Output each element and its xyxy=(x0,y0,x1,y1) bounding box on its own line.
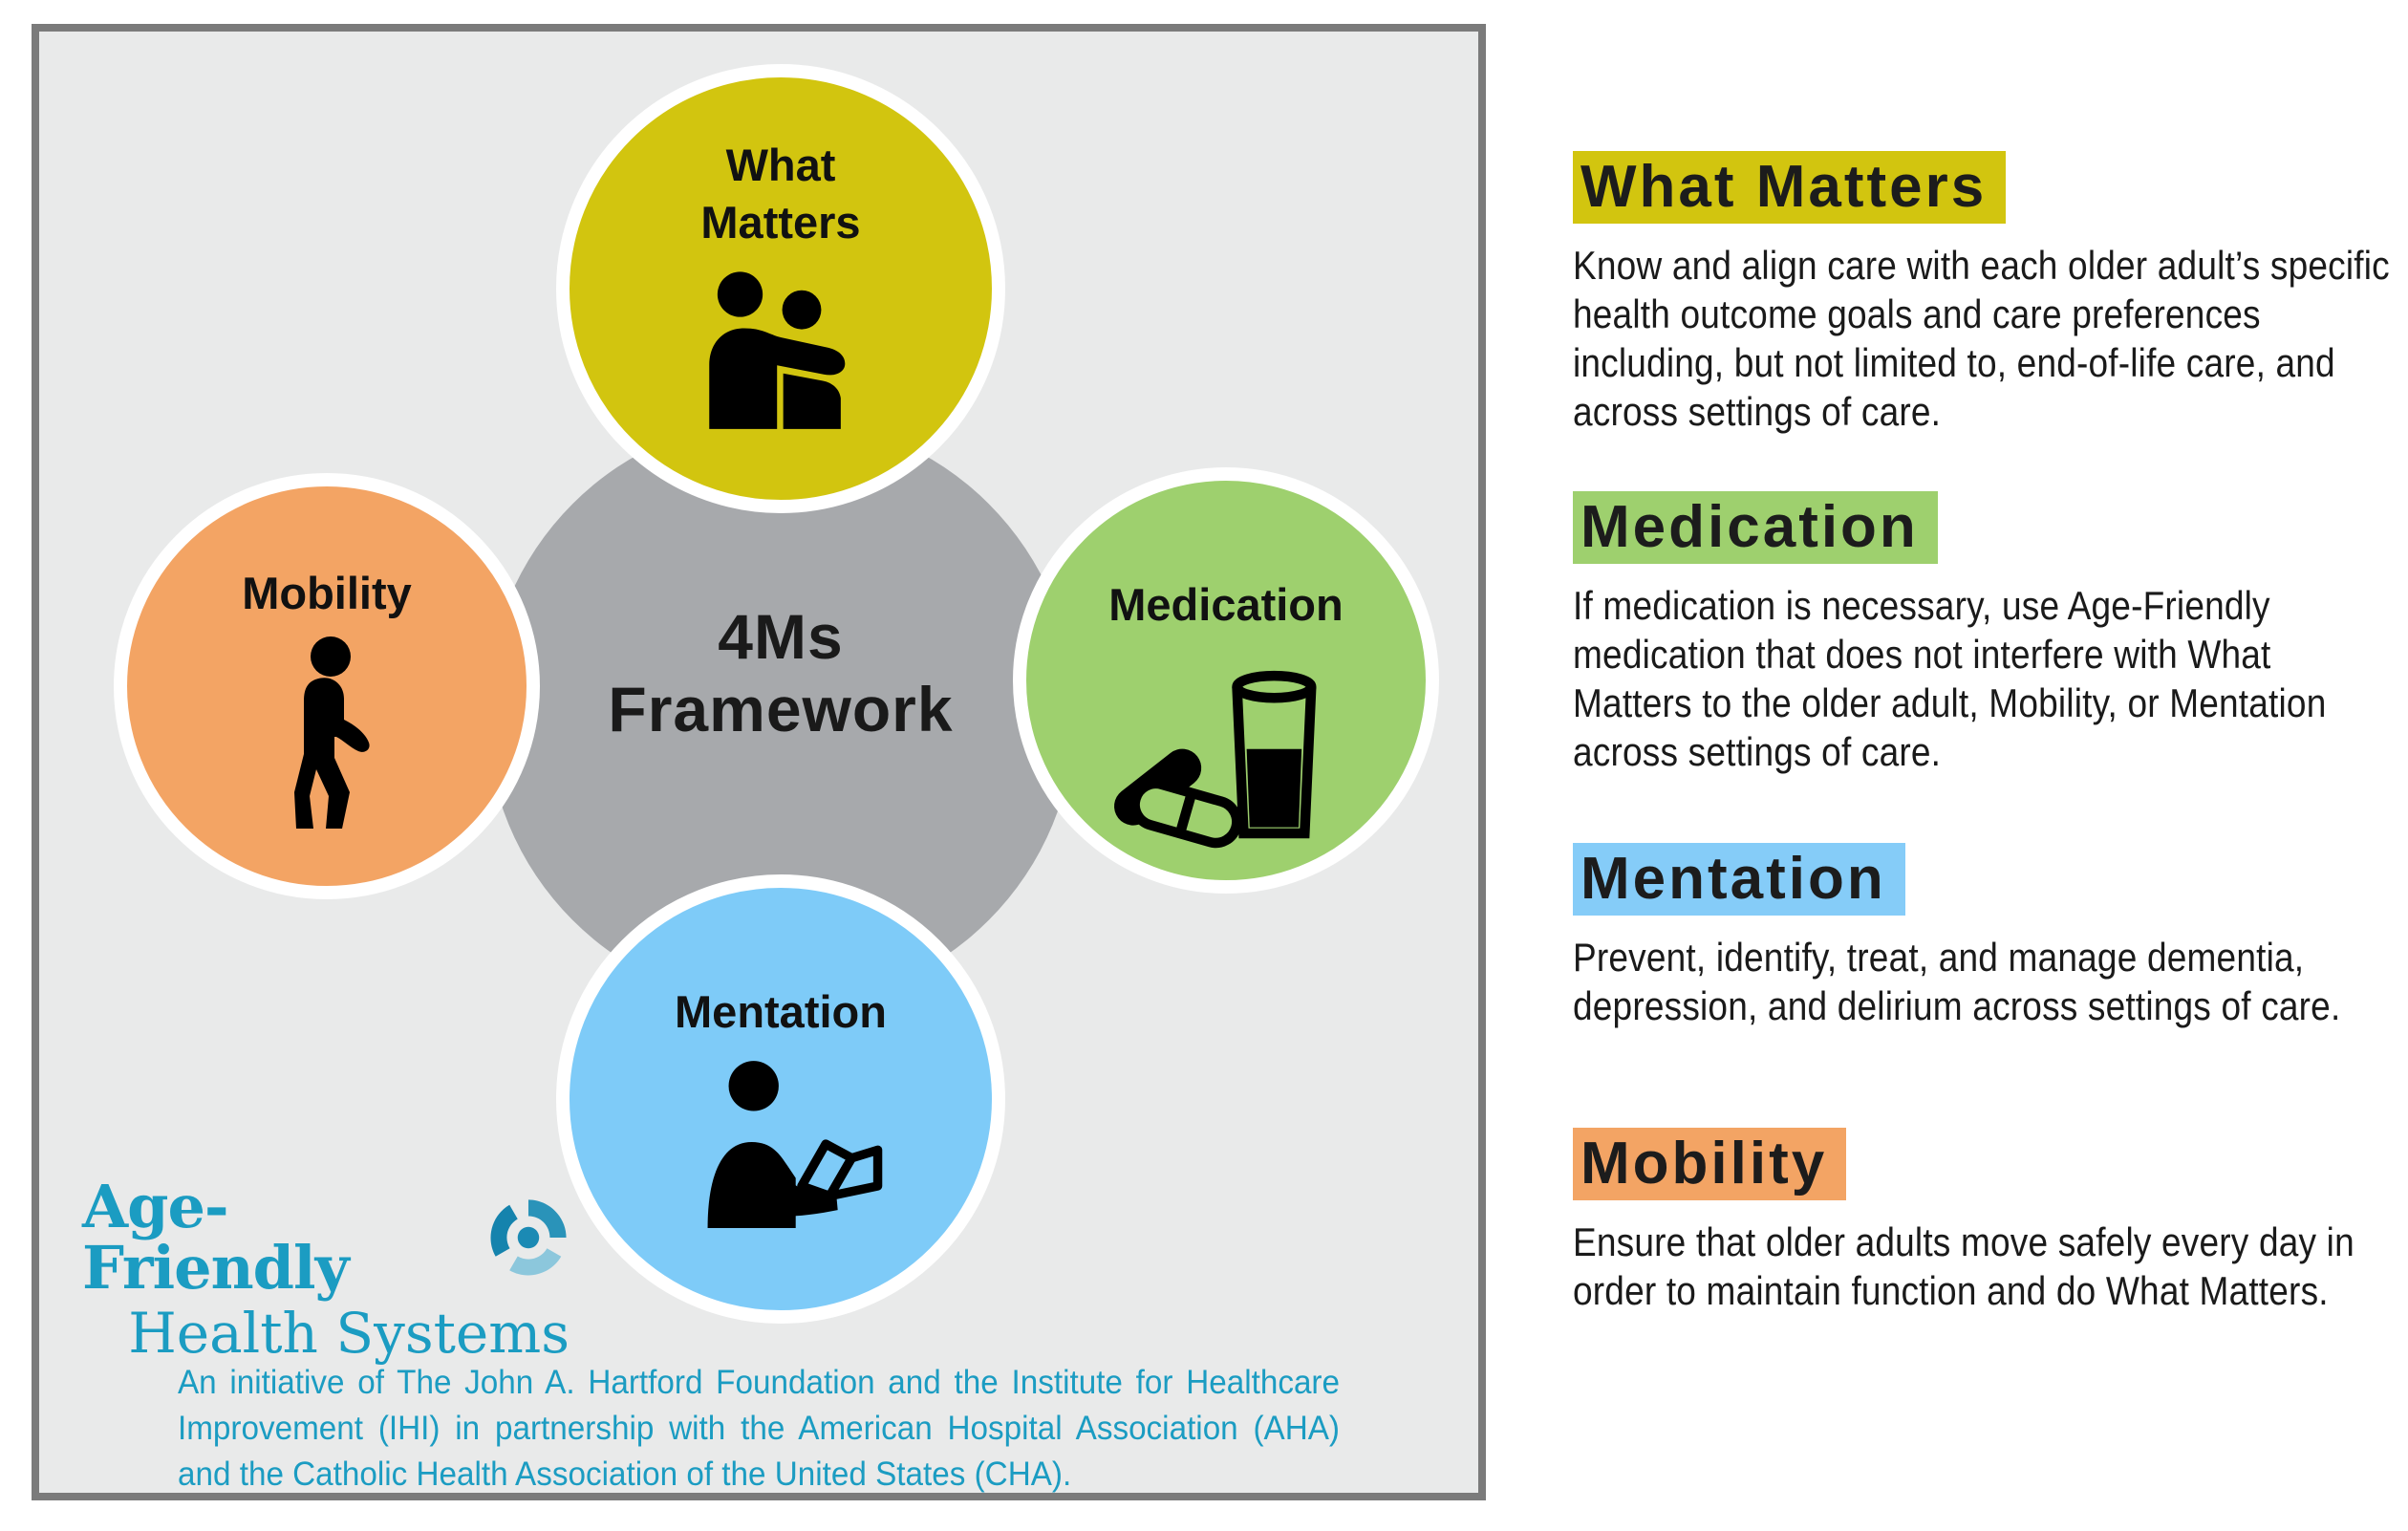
circle-what-matters: What Matters xyxy=(556,64,1005,513)
section-medication: Medication If medication is necessary, u… xyxy=(1573,491,2408,776)
framework-title: 4Ms Framework xyxy=(486,600,1075,745)
logo-line1: Age-Friendly xyxy=(82,1172,350,1303)
pills-glass-icon xyxy=(1114,670,1317,849)
framework-title-line1: 4Ms xyxy=(718,601,844,672)
section-mentation: Mentation Prevent, identify, treat, and … xyxy=(1573,843,2408,1030)
framework-title-line2: Framework xyxy=(608,674,954,744)
logo-row: Age-Friendly xyxy=(82,1176,571,1299)
section-medication-body: If medication is necessary, use Age-Frie… xyxy=(1573,583,2327,774)
definitions-column: What Matters Know and align care with ea… xyxy=(1573,0,2408,1531)
section-medication-heading: Medication xyxy=(1573,491,1938,564)
section-what-matters-body: Know and align care with each older adul… xyxy=(1573,243,2390,434)
couple-icon xyxy=(708,271,845,429)
age-friendly-logo: Age-Friendly Health Systems xyxy=(82,1176,571,1366)
section-mobility: Mobility Ensure that older adults move s… xyxy=(1573,1128,2408,1315)
circle-mobility-label: Mobility xyxy=(242,568,412,618)
section-mentation-body: Prevent, identify, treat, and manage dem… xyxy=(1573,935,2341,1028)
circle-what-matters-label: What Matters xyxy=(700,140,861,248)
framework-panel: 4Ms Framework What Matters Mobility xyxy=(32,24,1486,1500)
section-mobility-body: Ensure that older adults move safely eve… xyxy=(1573,1219,2354,1313)
circle-mentation-label: Mentation xyxy=(675,986,887,1037)
section-what-matters: What Matters Know and align care with ea… xyxy=(1573,151,2408,436)
walking-person-icon xyxy=(294,636,370,829)
initiative-footnote: An initiative of The John A. Hartford Fo… xyxy=(178,1364,1340,1493)
circle-mobility: Mobility xyxy=(114,473,540,899)
logo-line2: Health Systems xyxy=(128,1301,570,1366)
circle-mentation: Mentation xyxy=(556,874,1005,1324)
section-mentation-heading: Mentation xyxy=(1573,843,1905,916)
circle-medication-label: Medication xyxy=(1108,579,1344,630)
circle-medication: Medication xyxy=(1013,467,1439,894)
swirl-icon xyxy=(490,1199,567,1276)
section-what-matters-heading: What Matters xyxy=(1573,151,2007,224)
section-mobility-heading: Mobility xyxy=(1573,1128,1847,1200)
reading-person-icon xyxy=(707,1061,883,1228)
